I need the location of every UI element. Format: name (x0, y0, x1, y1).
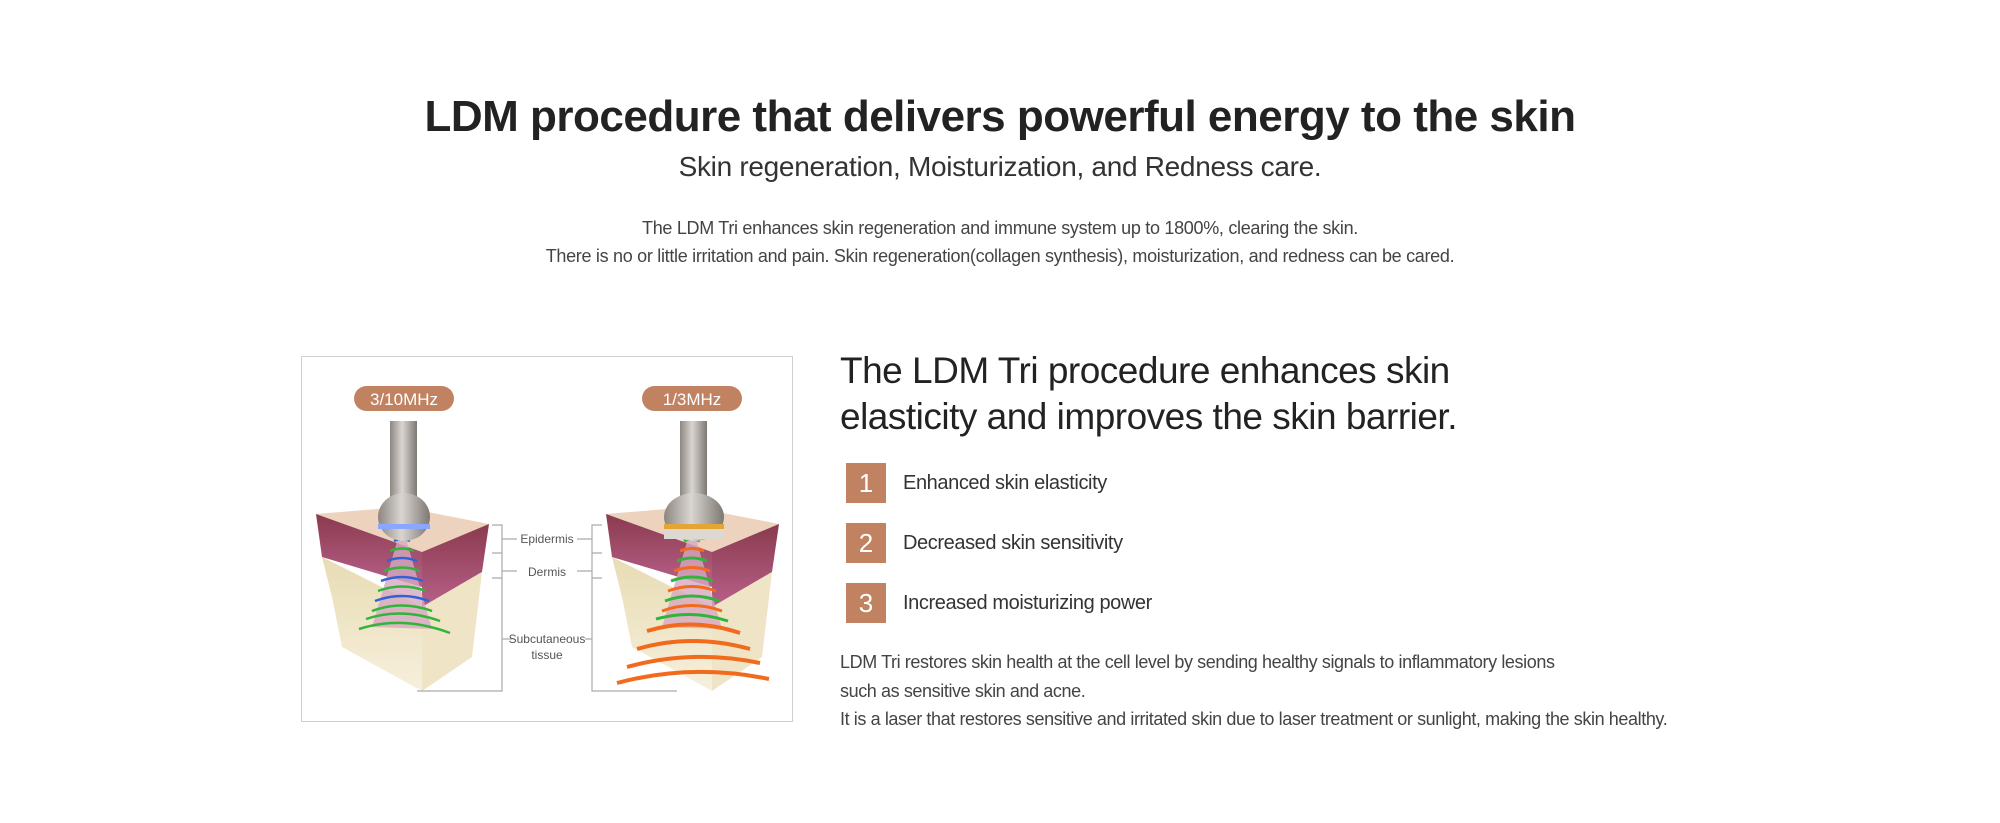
number-badge: 2 (846, 523, 886, 563)
number-badge: 1 (846, 463, 886, 503)
benefit-label: Decreased skin sensitivity (903, 531, 1123, 554)
heading-line: The LDM Tri procedure enhances skin (840, 350, 1450, 391)
layer-brackets (417, 524, 677, 692)
heading-line: elasticity and improves the skin barrier… (840, 396, 1458, 437)
ldm-illustration: 3/10MHz 1/3MHz Epidermis Dermis Subcutan… (301, 356, 793, 722)
wave-arcs-left (358, 537, 451, 635)
frequency-badge-right (642, 386, 742, 411)
label-subcutaneous: Subcutaneous (509, 632, 586, 646)
benefit-item: 1 Enhanced skin elasticity (846, 463, 1107, 503)
frequency-label-left: 3/10MHz (370, 390, 438, 409)
benefit-item: 3 Increased moisturizing power (846, 583, 1152, 623)
label-tissue: tissue (531, 648, 563, 662)
description-line: The LDM Tri enhances skin regeneration a… (642, 218, 1358, 238)
benefit-item: 2 Decreased skin sensitivity (846, 523, 1123, 563)
label-dermis: Dermis (528, 565, 566, 579)
benefit-label: Enhanced skin elasticity (903, 471, 1107, 494)
probe-right (664, 421, 724, 541)
probe-left (378, 421, 430, 541)
paragraph-line: such as sensitive skin and acne. (840, 680, 1086, 701)
number-badge: 3 (846, 583, 886, 623)
description-line: There is no or little irritation and pai… (545, 246, 1455, 266)
page-title: LDM procedure that delivers powerful ene… (424, 92, 1576, 141)
benefit-label: Increased moisturizing power (903, 591, 1152, 614)
wave-arcs-right (616, 537, 770, 685)
description-paragraph: LDM Tri restores skin health at the cell… (840, 648, 1668, 734)
section-heading: The LDM Tri procedure enhances skin elas… (840, 348, 1458, 440)
paragraph-line: It is a laser that restores sensitive an… (840, 709, 1668, 729)
page-subtitle: Skin regeneration, Moisturization, and R… (678, 151, 1322, 182)
frequency-label-right: 1/3MHz (663, 390, 722, 409)
paragraph-line: LDM Tri restores skin health at the cell… (840, 652, 1555, 672)
frequency-badge-left (354, 386, 454, 411)
label-epidermis: Epidermis (520, 532, 573, 546)
